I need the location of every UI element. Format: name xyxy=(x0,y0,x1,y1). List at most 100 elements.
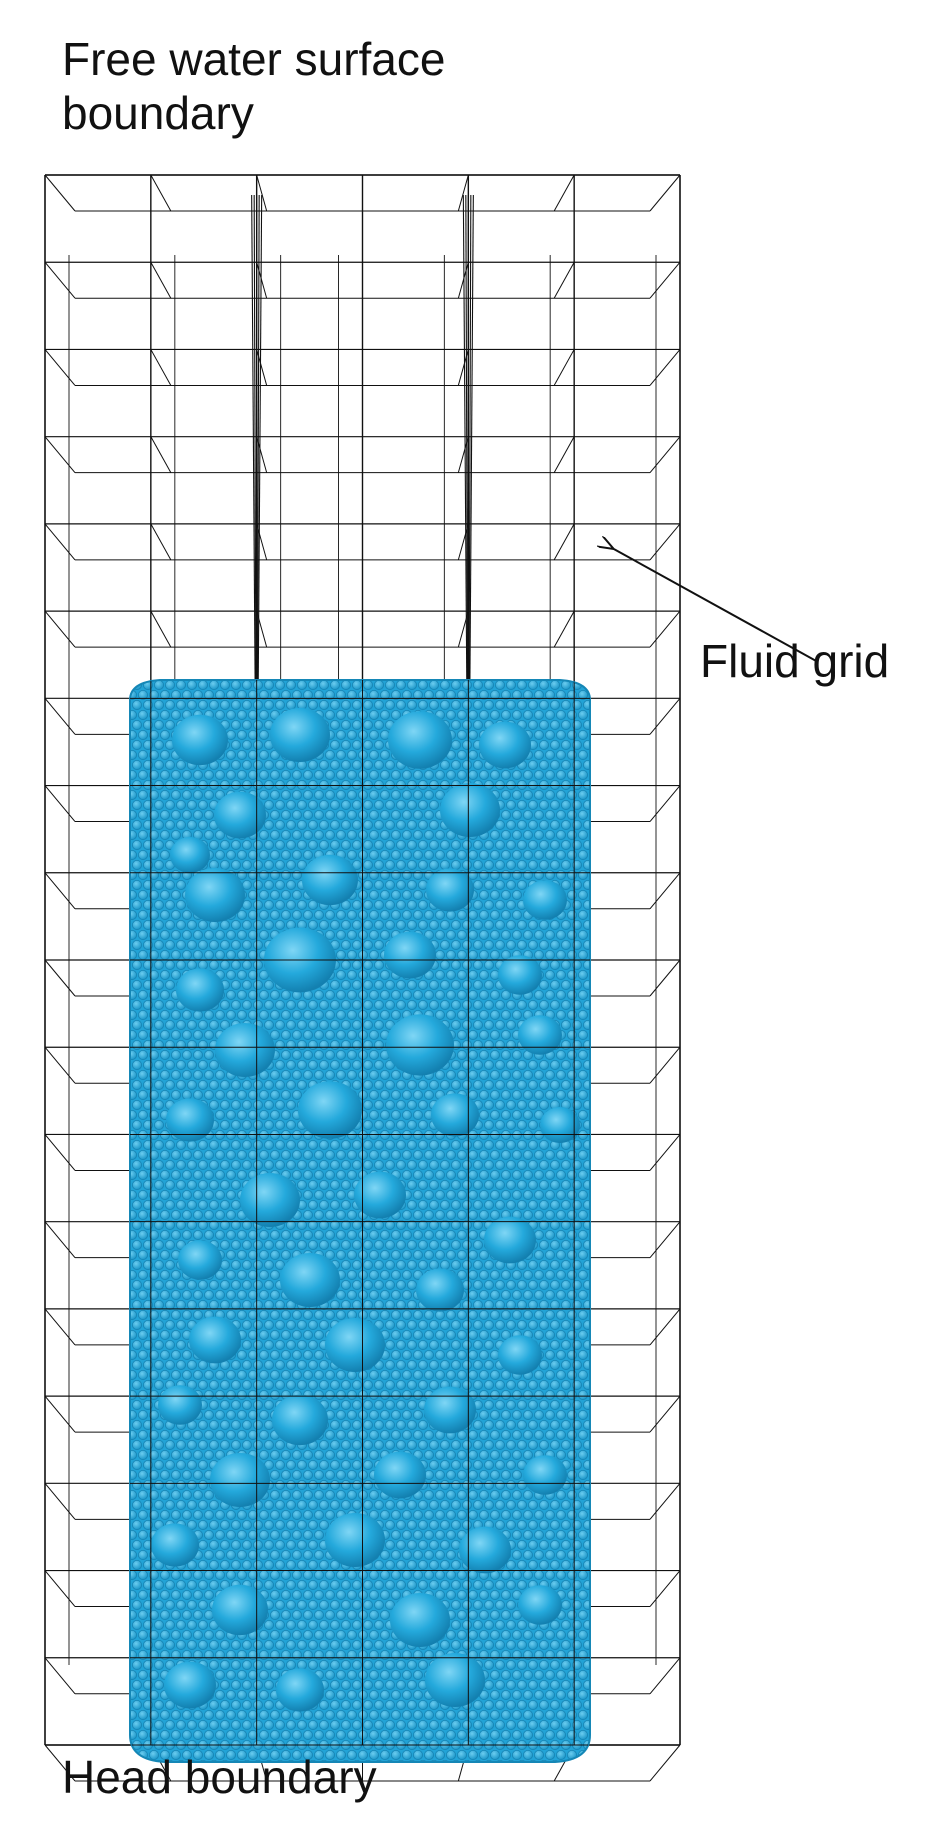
coarse-particle xyxy=(386,1014,454,1076)
grid-overlay xyxy=(130,680,590,1746)
grid-diagonal-line xyxy=(150,261,172,299)
grid-diagonal-line xyxy=(649,610,681,648)
grid-diagonal-line xyxy=(150,349,172,386)
grid-diagonal-line xyxy=(44,261,76,299)
coarse-particle xyxy=(523,1455,567,1495)
head-boundary-label: Head boundary xyxy=(62,1751,377,1803)
coarse-particle xyxy=(426,868,474,912)
coarse-particle xyxy=(498,955,542,995)
coarse-particle xyxy=(158,1385,202,1425)
coarse-particle xyxy=(189,1316,241,1364)
soil-specimen xyxy=(129,679,591,1763)
coarse-particle xyxy=(215,1023,275,1077)
coarse-particle xyxy=(388,711,452,769)
grid-wedge-line xyxy=(251,194,257,736)
coarse-particle xyxy=(302,854,358,906)
grid-diagonal-line xyxy=(44,1221,76,1258)
coarse-particle xyxy=(440,783,500,837)
grid-wedge-line xyxy=(462,194,468,736)
coarse-particle xyxy=(270,708,330,762)
coarse-particle xyxy=(272,1394,328,1446)
coarse-particle xyxy=(384,931,436,979)
coarse-particle xyxy=(176,968,224,1012)
grid-diagonal-line xyxy=(649,174,681,212)
grid-diagonal-line xyxy=(150,523,172,561)
grid-diagonal-line xyxy=(44,349,76,386)
grid-diagonal-line xyxy=(553,610,575,648)
coarse-particle xyxy=(214,791,266,839)
grid-diagonal-line xyxy=(256,262,268,299)
coarse-particle xyxy=(374,1451,426,1499)
coarse-particle xyxy=(276,1668,324,1712)
grid-diagonal-line xyxy=(649,1046,681,1084)
coarse-particle xyxy=(425,1653,485,1707)
grid-diagonal-line xyxy=(649,261,681,299)
coarse-particle xyxy=(212,1584,268,1636)
grid-diagonal-line xyxy=(649,349,681,386)
grid-diagonal-line xyxy=(553,174,575,212)
coarse-particle xyxy=(431,1093,479,1137)
coarse-particle xyxy=(240,1173,300,1227)
coarse-particle xyxy=(178,1240,222,1280)
coarse-particle xyxy=(518,1015,562,1055)
coarse-particle xyxy=(325,1318,385,1372)
grid-diagonal-line xyxy=(649,785,681,822)
grid-diagonal-line xyxy=(44,785,76,822)
grid-diagonal-line xyxy=(649,959,681,997)
coarse-particle xyxy=(518,1585,562,1625)
top-label-line1: Free water surface xyxy=(62,33,446,85)
coarse-particle xyxy=(390,1593,450,1647)
grid-diagonal-line xyxy=(649,1134,681,1171)
fluid-grid-arrow xyxy=(612,548,819,663)
grid-diagonal-line xyxy=(44,523,76,561)
grid-diagonal-line xyxy=(44,872,76,910)
grid-wedge-line xyxy=(257,194,263,736)
grid-diagonal-line xyxy=(44,1570,76,1607)
grid-diagonal-line xyxy=(44,959,76,997)
grid-wedge-line xyxy=(465,194,469,736)
coarse-particle xyxy=(325,1513,385,1567)
grid-diagonal-line xyxy=(256,174,268,212)
grid-diagonal-line xyxy=(553,349,575,386)
grid-diagonal-line xyxy=(649,1395,681,1433)
coarse-particle xyxy=(298,1081,362,1139)
coarse-particle xyxy=(354,1171,406,1219)
grid-diagonal-line xyxy=(649,1570,681,1607)
grid-diagonal-line xyxy=(150,436,172,473)
coarse-particle xyxy=(210,1453,270,1507)
coarse-particle xyxy=(166,1098,214,1142)
grid-diagonal-line xyxy=(553,436,575,473)
grid-diagonal-line xyxy=(44,610,76,648)
coarse-particle xyxy=(172,714,228,766)
grid-diagonal-line xyxy=(44,1744,76,1782)
grid-diagonal-line xyxy=(457,262,469,299)
grid-wedge-line xyxy=(468,194,474,736)
grid-diagonal-line xyxy=(44,1483,76,1520)
coarse-particle xyxy=(523,880,567,920)
grid-diagonal-line xyxy=(649,1657,681,1695)
coarse-particle xyxy=(479,721,531,769)
grid-diagonal-line xyxy=(553,261,575,299)
coarse-particle xyxy=(164,1661,216,1709)
grid-diagonal-line xyxy=(44,1134,76,1171)
grid-diagonal-line xyxy=(44,698,76,735)
coarse-particle xyxy=(416,1268,464,1312)
grid-diagonal-line xyxy=(649,872,681,910)
grid-diagonal-line xyxy=(649,1483,681,1520)
grid-diagonal-line xyxy=(649,1221,681,1258)
grid-diagonal-line xyxy=(44,174,76,212)
grid-diagonal-line xyxy=(44,1308,76,1346)
coarse-particle xyxy=(170,837,210,873)
coarse-particle xyxy=(424,1386,476,1434)
coarse-particle xyxy=(498,1335,542,1375)
grid-diagonal-line xyxy=(150,174,172,212)
grid-diagonal-line xyxy=(649,523,681,561)
grid-diagonal-line xyxy=(44,1395,76,1433)
free-water-surface-boundary-label: Free water surface boundary xyxy=(62,32,445,140)
fluid-grid-label: Fluid grid xyxy=(700,635,890,687)
grid-diagonal-line xyxy=(44,1657,76,1695)
coarse-particle xyxy=(185,868,245,922)
grid-diagonal-line xyxy=(44,436,76,473)
